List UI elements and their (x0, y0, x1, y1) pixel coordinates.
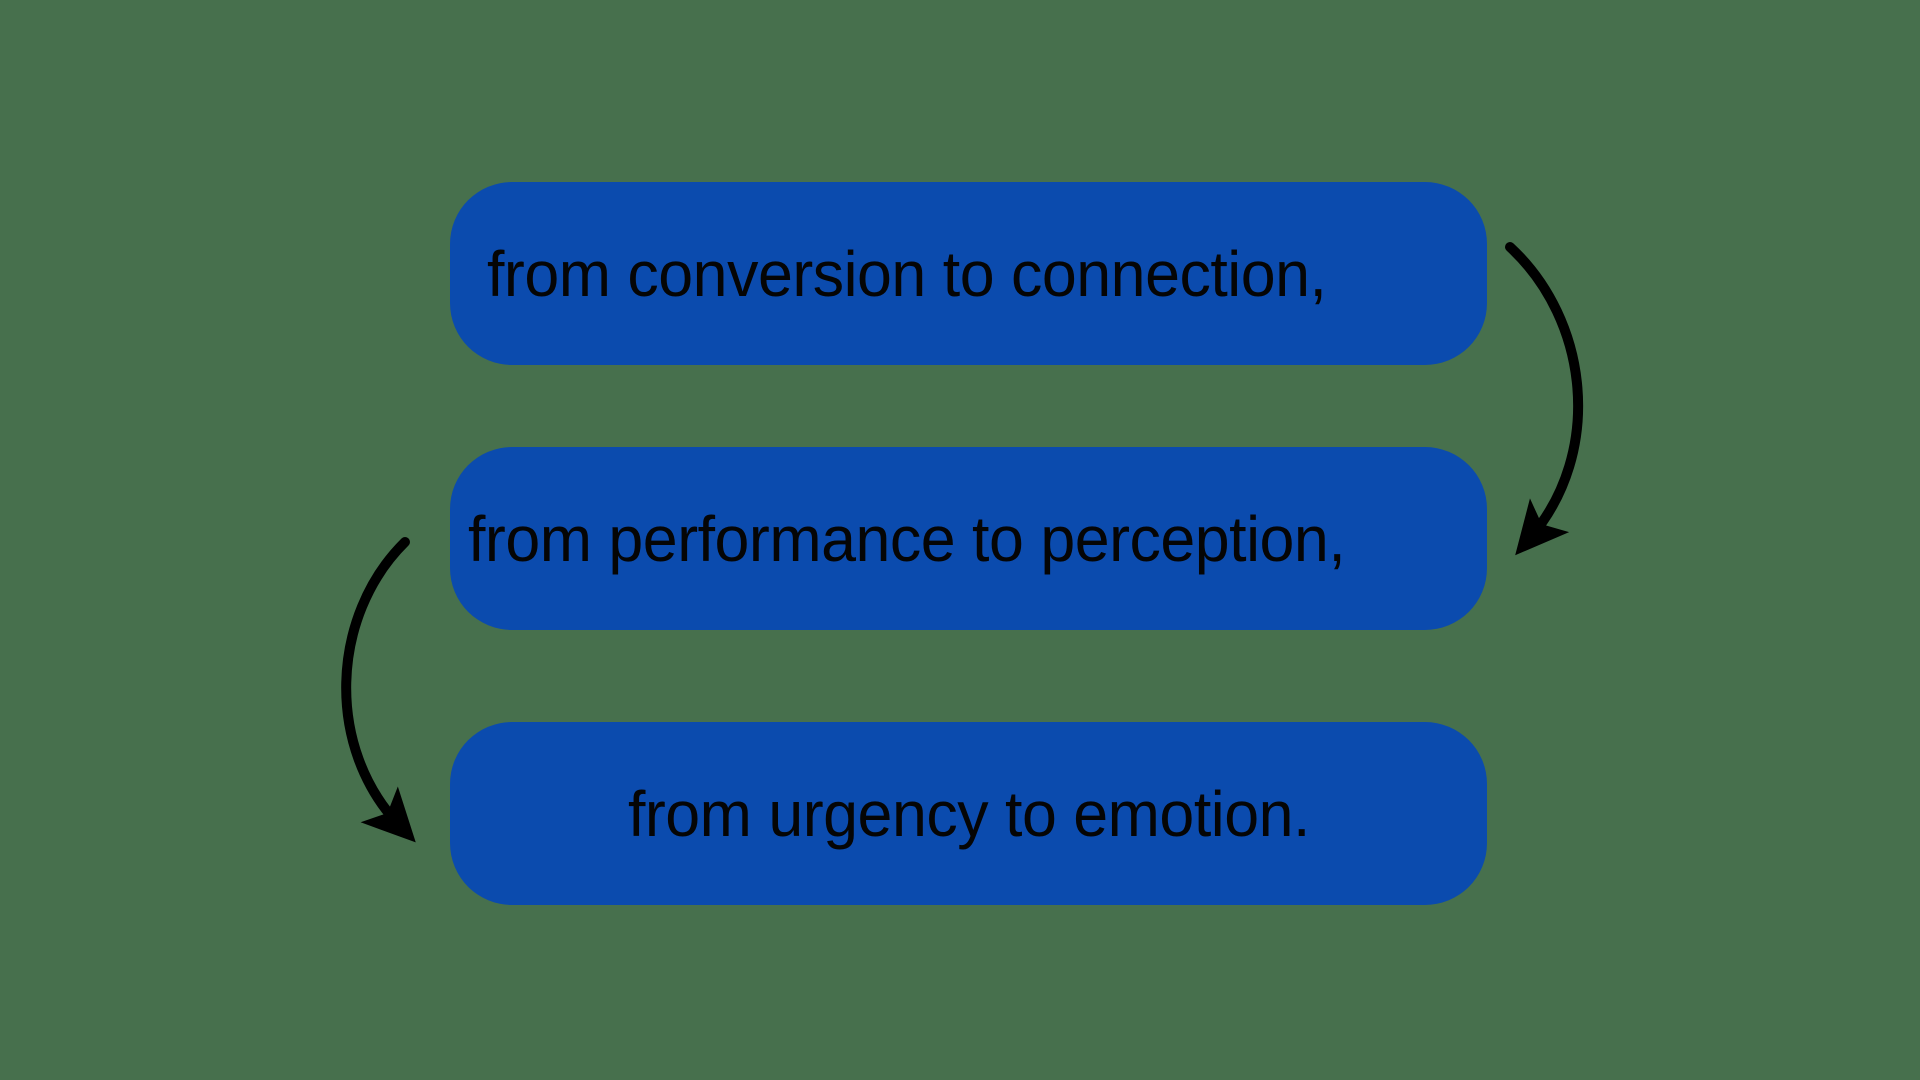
curved-arrow-right-icon (1505, 242, 1584, 556)
pill-label: from conversion to connection, (487, 237, 1327, 310)
curved-arrow-left-icon (341, 537, 416, 843)
pill-performance-perception[interactable]: from performance to perception, (450, 447, 1487, 630)
pill-urgency-emotion[interactable]: from urgency to emotion. (450, 722, 1487, 905)
pill-label: from urgency to emotion. (627, 777, 1310, 850)
pill-label: from performance to perception, (468, 502, 1346, 575)
pill-conversion-connection[interactable]: from conversion to connection, (450, 182, 1487, 365)
